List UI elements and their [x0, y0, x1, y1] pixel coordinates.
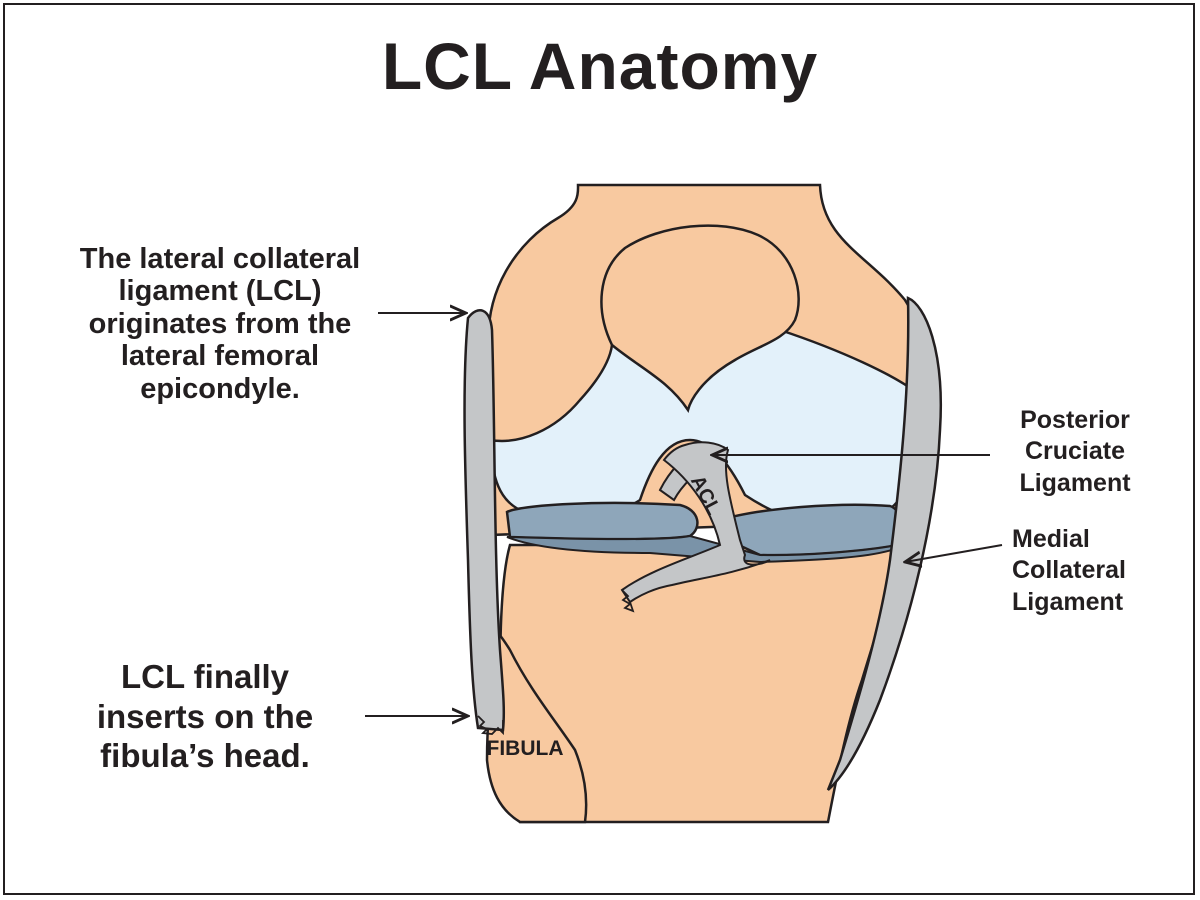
patella-surface [600, 224, 800, 414]
lcl [463, 309, 506, 732]
arrow-mcl [905, 544, 1003, 562]
lcl-insertion-line: inserts on the [96, 697, 314, 735]
lcl-origin-line: originates from the [88, 307, 352, 340]
lateral-meniscus [505, 501, 699, 541]
lcl-insertion-annotation: LCL finally inserts on the fibula’s head… [70, 657, 340, 776]
mcl [826, 296, 942, 791]
lcl-origin-line: lateral femoral [120, 340, 320, 373]
pcl-annotation: Posterior Cruciate Ligament [995, 405, 1155, 499]
mcl-line: Medial [1012, 525, 1090, 553]
mcl-annotation: Medial Collateral Ligament [1012, 524, 1152, 618]
pcl-line: Ligament [1019, 468, 1131, 497]
lcl-frayed-end [477, 715, 504, 736]
diagram-title: LCL Anatomy [381, 29, 819, 103]
diagram-frame [3, 3, 1195, 895]
lcl-origin-line: ligament (LCL) [118, 275, 322, 308]
lcl-origin-line: The lateral collateral [79, 243, 361, 275]
mcl-line: Collateral [1012, 556, 1126, 585]
acl [620, 441, 771, 604]
lcl-origin-line: epicondyle. [140, 372, 300, 405]
lcl-origin-annotation: The lateral collateral ligament (LCL) or… [55, 243, 385, 405]
pcl-line: Cruciate [1024, 437, 1126, 466]
lcl-insertion-line: LCL finally [120, 658, 290, 695]
fibula-label: FIBULA [487, 737, 564, 760]
lcl-insertion-line: fibula’s head. [100, 737, 310, 775]
acl-frayed-end [621, 589, 635, 613]
pcl-line: Posterior [1020, 406, 1130, 434]
mcl-line: Ligament [1012, 587, 1124, 616]
